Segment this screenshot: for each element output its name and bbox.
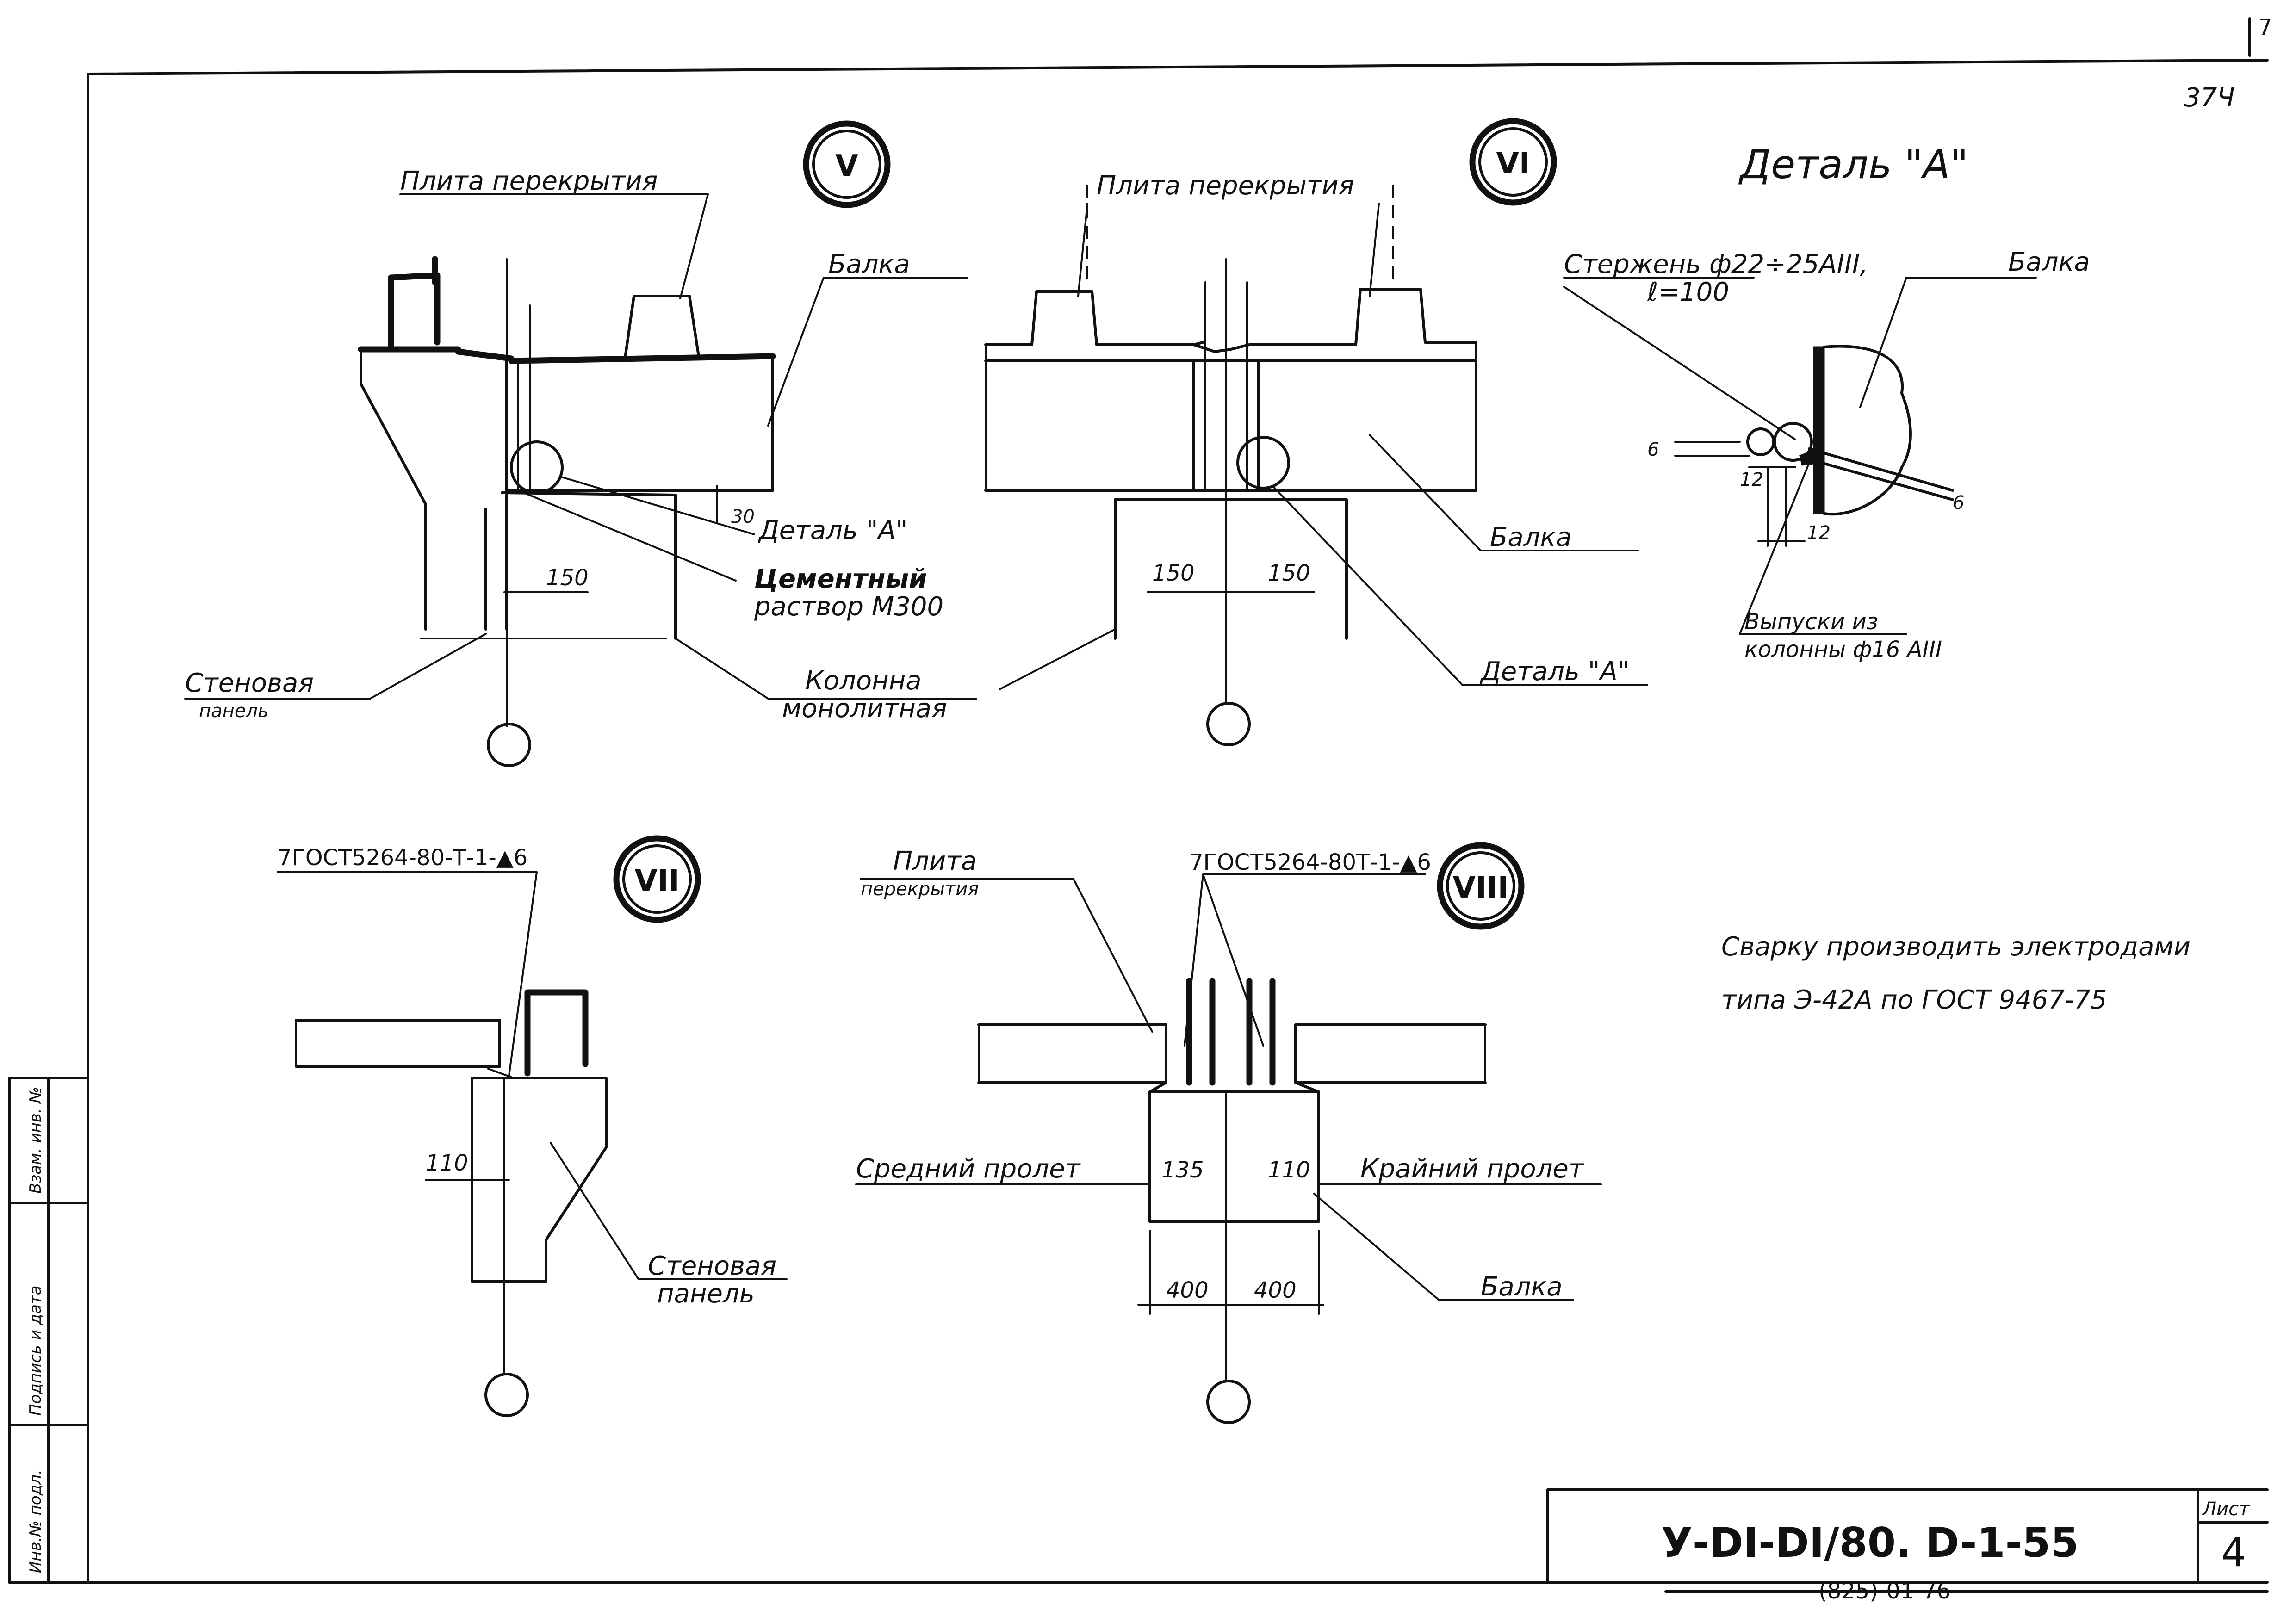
detail-A-drawing (1563, 277, 2037, 635)
detail-V-drawing (184, 193, 977, 767)
side-stamp-vzam: Взам. инв. № (26, 1087, 45, 1194)
detail-V-cement-label-2: раствор М300 (754, 592, 943, 622)
list-number: 4 (2221, 1530, 2246, 1576)
detail-A-dim-6-right: 6 (1953, 492, 1964, 514)
detail-VII-drawing (277, 871, 788, 1417)
detail-A-title: Деталь "А" (1738, 142, 1968, 188)
detail-VI-dim-150-left: 150 (1152, 560, 1195, 586)
detail-A-vypuski-label-1: Выпуски из (1744, 609, 1878, 635)
drawing-code-sub: (825)-01-76 (1818, 1578, 1951, 1604)
detail-VI-drawing (984, 185, 1648, 746)
detail-VII-marker-label: VII (634, 864, 679, 898)
detail-VI-marker (1469, 118, 1557, 206)
detail-A-dim-12-bottom: 12 (1807, 522, 1831, 544)
detail-VI-plita-label: Плита перекрытия (1097, 171, 1354, 201)
detail-A-sterzhen-label-1: Стержень ф22÷25AIII, (1564, 249, 1868, 279)
detail-VIII-drawing (855, 873, 1602, 1424)
detail-VIII-plita-label-1: Плита (893, 846, 977, 876)
welding-note-line1: Сварку производить электродами (1721, 932, 2191, 962)
detail-A-vypuski-label-2: колонны ф16 AIII (1744, 637, 1942, 663)
detail-VI-marker-label: VI (1496, 147, 1530, 181)
detail-V-dim-30: 30 (731, 506, 755, 527)
title-block (1546, 1488, 2269, 1593)
list-label: Лист (2202, 1499, 2250, 1520)
page-mark: 7 (2258, 14, 2272, 40)
detail-A-balka-label: Балка (2008, 247, 2090, 277)
detail-VIII-marker-label: VIII (1453, 871, 1509, 905)
detail-V-kolonna-label-1: Колонна (805, 666, 922, 696)
detail-VIII-marker (1437, 842, 1525, 930)
detail-V-marker (803, 120, 891, 208)
detail-VIII-dim-400-right: 400 (1254, 1277, 1297, 1303)
detail-V-kolonna-label-2: монолитная (782, 694, 947, 724)
detail-VIII-dim-110: 110 (1268, 1157, 1310, 1183)
detail-VI-detal-label: Деталь "А" (1479, 657, 1630, 687)
sheet-frame (87, 17, 2269, 1584)
side-stamp-inv-podl: Инв.№ подл. (26, 1469, 45, 1573)
detail-VII-stenovaya-label-1: Стеновая (648, 1251, 776, 1281)
detail-VI-dim-150-right: 150 (1268, 560, 1310, 586)
detail-A-dim-6-left: 6 (1647, 439, 1659, 460)
detail-VII-dim-110: 110 (426, 1150, 468, 1176)
detail-VIII-krayniy-label: Крайний пролет (1360, 1154, 1584, 1184)
detail-VIII-dim-135: 135 (1161, 1157, 1204, 1183)
drawing-code: У-DI-DI/80. D-1-55 (1661, 1519, 2079, 1567)
detail-V-cement-label-1: Цементный (754, 564, 927, 594)
detail-V-stenovaya-label-1: Стеновая (185, 668, 314, 698)
detail-VIII-sredniy-label: Средний пролет (856, 1154, 1081, 1184)
detail-A-sterzhen-label-2: ℓ=100 (1647, 277, 1729, 307)
side-stamp-podpis-data: Подпись и дата (26, 1285, 45, 1416)
detail-VI-balka-label: Балка (1490, 522, 1572, 552)
welding-note-line2: типа Э-42А по ГОСТ 9467-75 (1721, 985, 2107, 1015)
detail-V-stenovaya-label-2: панель (199, 700, 269, 722)
detail-V-plita-label: Плита перекрытия (400, 166, 658, 196)
detail-V-detal-label: Деталь "А" (757, 515, 908, 545)
detail-V-balka-label: Балка (828, 249, 910, 279)
handwritten-mark: 37Ч (2184, 83, 2235, 113)
detail-VII-gost-label: 7ГОСТ5264-80-Т-1-▲6 (278, 845, 527, 871)
detail-VIII-plita-label-2: перекрытия (861, 879, 979, 900)
detail-V-dim-150: 150 (546, 565, 589, 591)
side-stamp (8, 1077, 89, 1584)
detail-VII-stenovaya-label-2: панель (657, 1279, 755, 1309)
detail-A-dim-12-top: 12 (1740, 469, 1763, 490)
detail-VIII-gost-label: 7ГОСТ5264-80Т-1-▲6 (1189, 849, 1431, 875)
detail-VII-marker (613, 835, 701, 923)
detail-V-marker-label: V (835, 149, 858, 183)
detail-VIII-dim-400-left: 400 (1166, 1277, 1209, 1303)
detail-VIII-balka-label: Балка (1481, 1272, 1563, 1302)
